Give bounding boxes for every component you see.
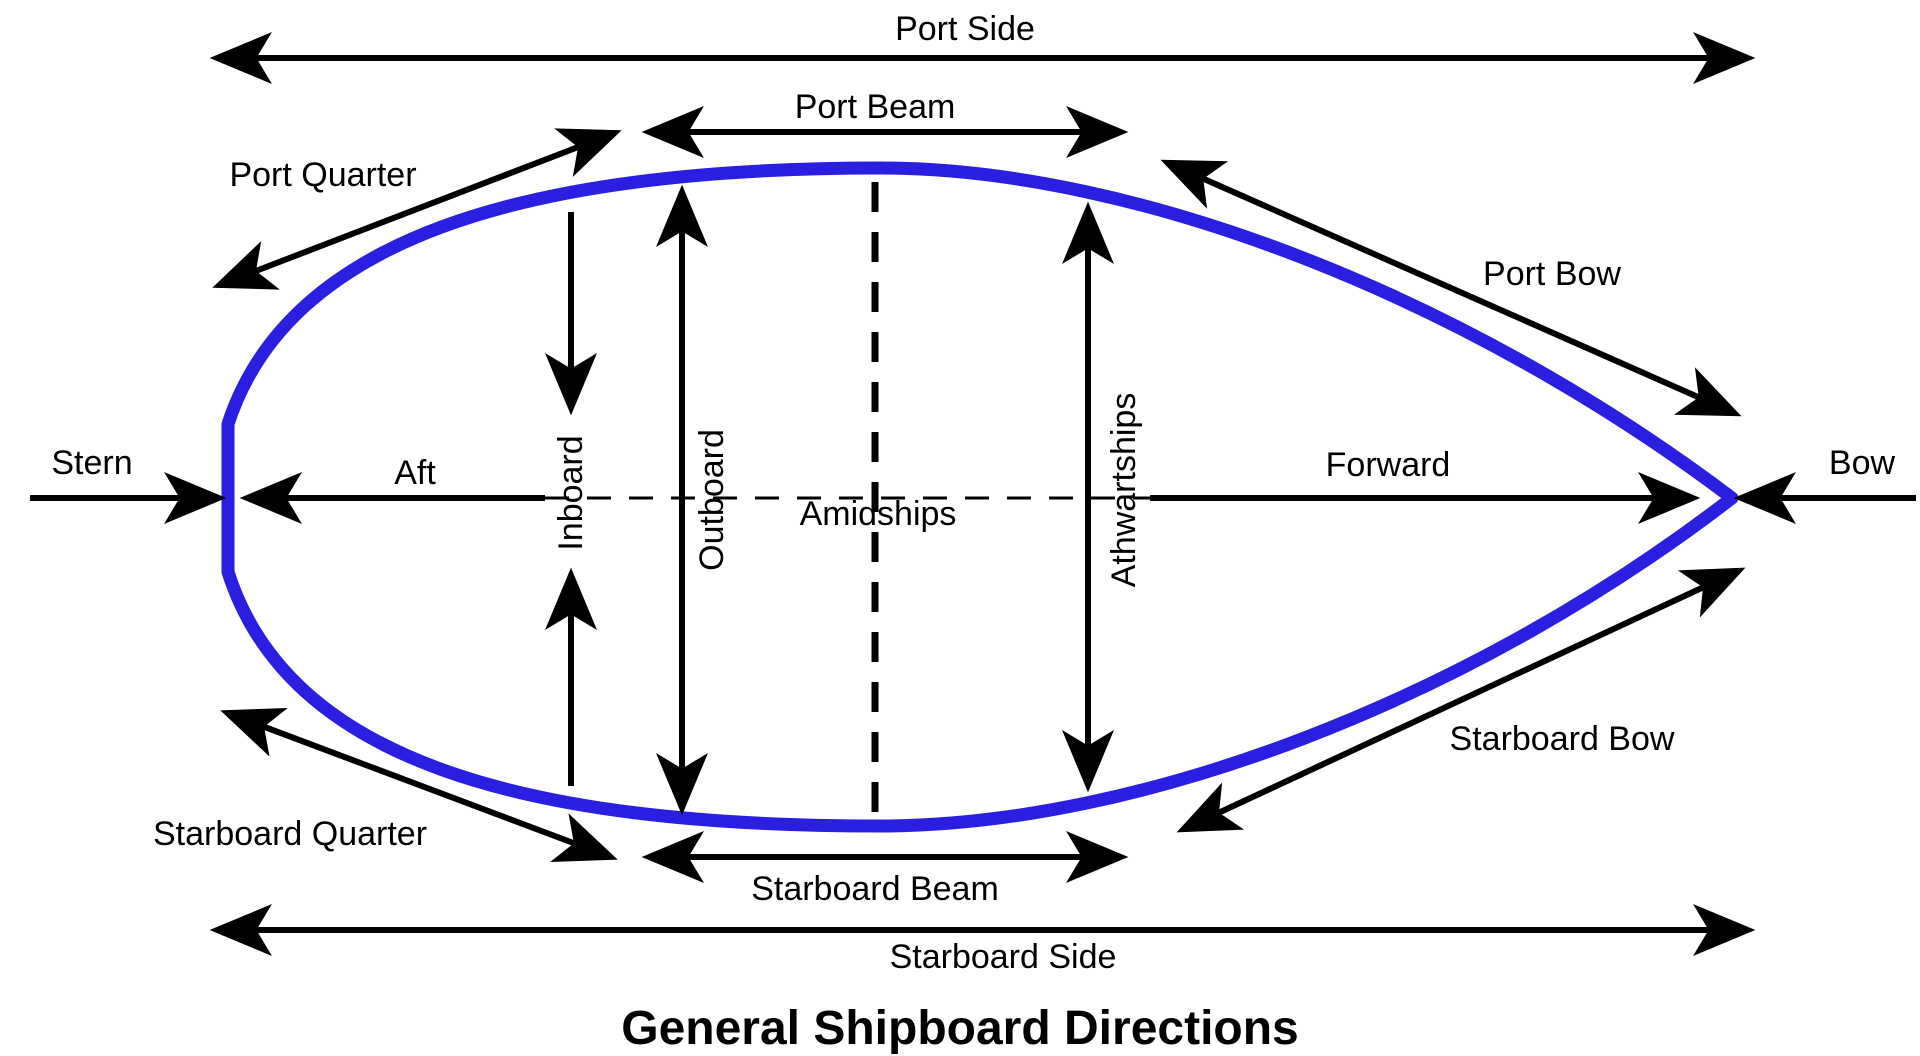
- starboard-bow-arrow: [1176, 567, 1746, 833]
- port-quarter-arrow: [212, 128, 622, 290]
- port-bow-arrow: [1160, 159, 1742, 417]
- starboard-bow-label: Starboard Bow: [1450, 720, 1675, 758]
- forward-label: Forward: [1326, 446, 1451, 484]
- starboard-quarter-label: Starboard Quarter: [153, 815, 427, 853]
- port-quarter-label: Port Quarter: [229, 156, 416, 194]
- amidships-label: Amidships: [800, 495, 957, 533]
- stern-label: Stern: [51, 444, 132, 482]
- bow-label: Bow: [1829, 444, 1896, 482]
- starboard-quarter-arrow: [220, 707, 618, 863]
- port-beam-label: Port Beam: [795, 88, 956, 126]
- diagram-title: General Shipboard Directions: [621, 1002, 1298, 1055]
- port-side-label: Port Side: [895, 10, 1035, 48]
- outboard-label: Outboard: [693, 429, 731, 571]
- aft-label: Aft: [394, 454, 436, 492]
- port-bow-label: Port Bow: [1483, 255, 1621, 293]
- starboard-beam-label: Starboard Beam: [751, 870, 999, 908]
- inboard-label: Inboard: [552, 435, 590, 550]
- athwartships-label: Athwartships: [1105, 393, 1143, 588]
- starboard-side-label: Starboard Side: [890, 938, 1117, 976]
